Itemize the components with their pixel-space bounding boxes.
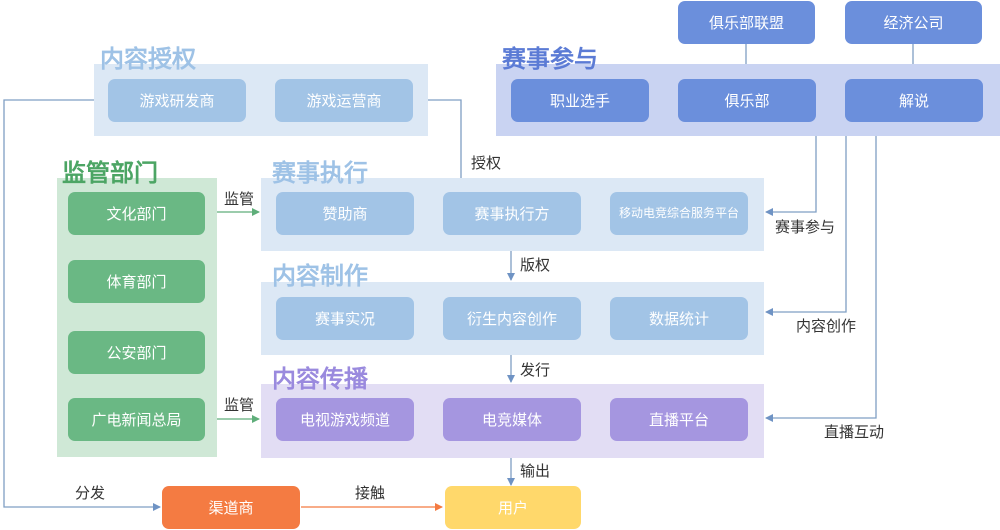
node-sponsor[interactable]: 赞助商 xyxy=(276,192,414,235)
label-publish: 发行 xyxy=(520,361,551,379)
label-create: 内容创作 xyxy=(796,317,857,335)
node-tv-game-channel[interactable]: 电视游戏频道 xyxy=(276,398,414,441)
node-agency[interactable]: 经济公司 xyxy=(845,1,982,44)
edge-distribute xyxy=(3,99,161,511)
node-user[interactable]: 用户 xyxy=(445,486,581,529)
content-auth-title: 内容授权 xyxy=(100,45,196,73)
node-esports-media[interactable]: 电竞媒体 xyxy=(443,398,581,441)
label-contact: 接触 xyxy=(355,484,386,502)
node-culture-dept[interactable]: 文化部门 xyxy=(68,192,205,235)
content-production-title: 内容制作 xyxy=(272,262,368,290)
content-distribution-title: 内容传播 xyxy=(272,365,368,393)
node-mobile-esports-platform[interactable]: 移动电竞综合服务平台 xyxy=(610,192,748,235)
supervision-title: 监管部门 xyxy=(62,159,158,187)
label-distribute: 分发 xyxy=(75,484,106,502)
node-game-developer[interactable]: 游戏研发商 xyxy=(108,79,246,122)
node-game-operator[interactable]: 游戏运营商 xyxy=(275,79,413,122)
edge-participate xyxy=(765,136,817,216)
node-pro-player[interactable]: 职业选手 xyxy=(511,79,649,122)
label-copyright: 版权 xyxy=(520,256,551,274)
node-channel[interactable]: 渠道商 xyxy=(162,486,300,529)
node-live-platform[interactable]: 直播平台 xyxy=(610,398,748,441)
label-participate: 赛事参与 xyxy=(775,218,836,236)
node-event-organizer[interactable]: 赛事执行方 xyxy=(443,192,581,235)
node-club-alliance[interactable]: 俱乐部联盟 xyxy=(678,1,815,44)
node-derivative-content[interactable]: 衍生内容创作 xyxy=(443,297,581,340)
edge-create xyxy=(765,136,847,316)
node-police-dept[interactable]: 公安部门 xyxy=(68,331,205,374)
node-live-coverage[interactable]: 赛事实况 xyxy=(276,297,414,340)
node-club[interactable]: 俱乐部 xyxy=(678,79,816,122)
label-output: 输出 xyxy=(520,462,551,480)
node-commentary[interactable]: 解说 xyxy=(845,79,983,122)
event-participation-title: 赛事参与 xyxy=(502,45,598,73)
edge-live-interaction xyxy=(765,136,877,422)
event-execution-title: 赛事执行 xyxy=(272,159,368,187)
node-data-statistics[interactable]: 数据统计 xyxy=(610,297,748,340)
label-authorize: 授权 xyxy=(471,154,502,172)
label-supervise-bottom: 监管 xyxy=(224,396,255,414)
node-sports-dept[interactable]: 体育部门 xyxy=(68,260,205,303)
edge-authorize xyxy=(428,99,465,191)
label-live-interaction: 直播互动 xyxy=(824,423,885,441)
node-sarft[interactable]: 广电新闻总局 xyxy=(68,398,205,441)
label-supervise-top: 监管 xyxy=(224,190,255,208)
